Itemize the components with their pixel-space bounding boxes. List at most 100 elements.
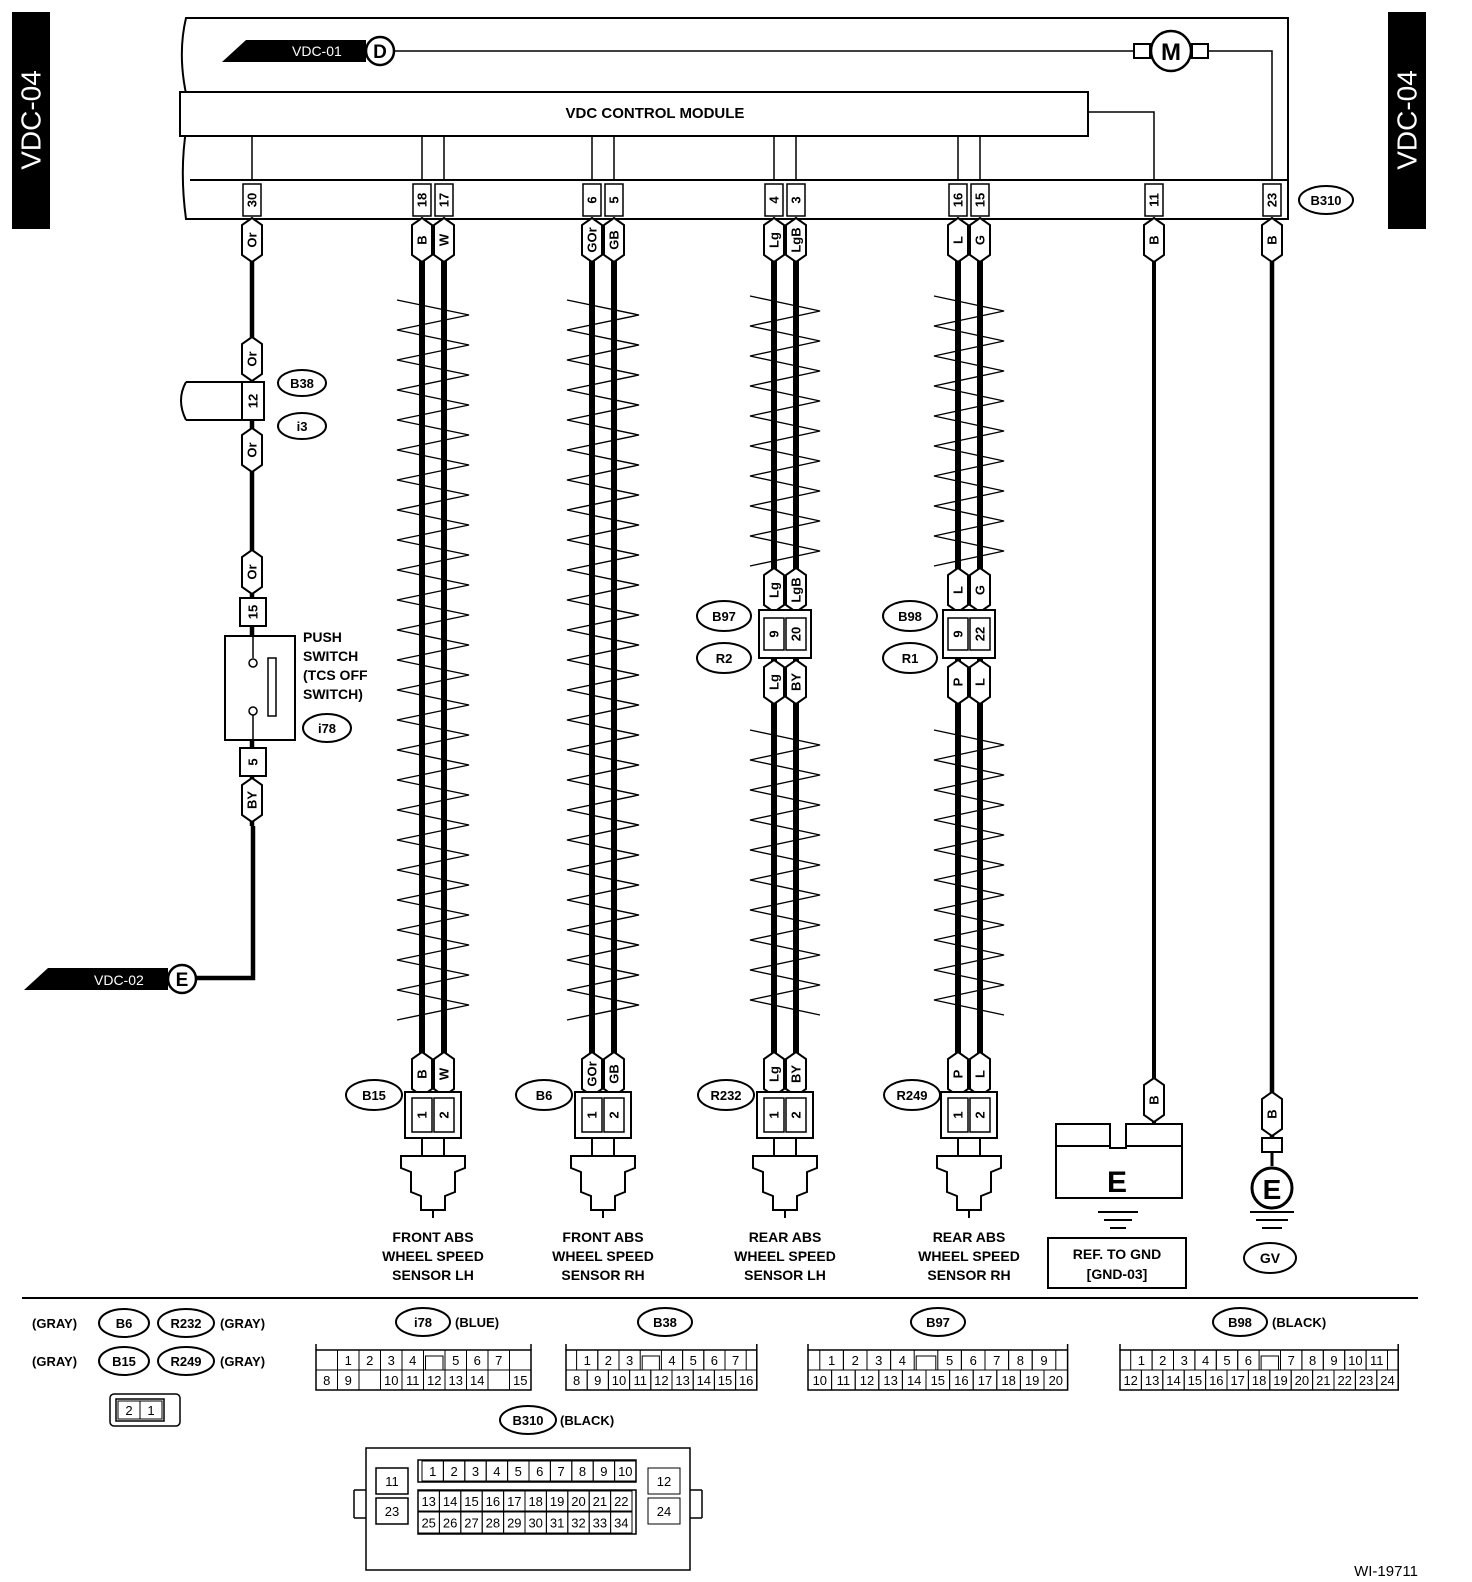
- legend-pin: 10: [618, 1464, 632, 1479]
- tag-top-30: Or: [241, 216, 263, 264]
- ground-gv-letter: E: [1263, 1174, 1282, 1205]
- shield-front-rh: [566, 299, 640, 1021]
- sensor-pin-number: 2: [607, 1111, 622, 1118]
- legend-r232-color: (GRAY): [220, 1316, 265, 1331]
- legend-pin: 2: [450, 1464, 457, 1479]
- wires: [249, 219, 1275, 1138]
- legend-pin: 15: [718, 1373, 732, 1388]
- sensor-name-line: REAR ABS: [749, 1229, 822, 1245]
- switch-label-1: PUSH: [303, 629, 342, 645]
- legend-pin: 14: [443, 1494, 457, 1509]
- legend-pin: 19: [1273, 1373, 1287, 1388]
- legend-pin: 3: [1181, 1353, 1188, 1368]
- legend-pin: 27: [464, 1516, 478, 1531]
- inline-connector-b38-i3: 12 B38 i3: [180, 369, 327, 440]
- legend-pin: 4: [899, 1353, 906, 1368]
- sensor-name-line: FRONT ABS: [392, 1229, 473, 1245]
- tag-top-6: GOr: [581, 216, 603, 264]
- wire-color-label: GOr: [585, 1061, 600, 1086]
- legend-cell: [647, 1467, 681, 1495]
- sensor-name-line: SENSOR LH: [392, 1267, 474, 1283]
- tag-top-17: W: [433, 216, 455, 264]
- module-pin-11: 11: [1144, 183, 1164, 217]
- legend-pin: 6: [536, 1464, 543, 1479]
- legend-pin: 23: [385, 1504, 399, 1519]
- legend-pin: 3: [626, 1353, 633, 1368]
- sensor-body: [400, 1155, 466, 1211]
- legend-pin: 4: [1202, 1353, 1209, 1368]
- sensor-connector-badge: [883, 1079, 941, 1111]
- legend-pin: 13: [883, 1373, 897, 1388]
- legend-connector-name: B310: [512, 1413, 543, 1428]
- legend-pin: 14: [1166, 1373, 1180, 1388]
- legend-pin: 9: [1330, 1353, 1337, 1368]
- legend-pin: 22: [1337, 1373, 1351, 1388]
- legend-connector-name: B98: [1228, 1315, 1252, 1330]
- tag-top-4: Lg: [763, 216, 785, 264]
- push-switch: 15 5 PUSH SWITCH (TCS OFF SWITCH) i78: [224, 597, 368, 777]
- legend-pin: 1: [429, 1464, 436, 1479]
- b97-pin-b: 20: [789, 627, 804, 641]
- legend-pin: 3: [875, 1353, 882, 1368]
- ground-gv: E GV: [1243, 1137, 1297, 1274]
- legend-pin: 12: [654, 1373, 668, 1388]
- legend-b15: B15: [112, 1354, 136, 1369]
- page-tab-left-label: VDC-04: [16, 70, 47, 170]
- offpage-d-letter: D: [373, 42, 387, 63]
- tag-top-5: GB: [603, 216, 625, 264]
- sensor-wire-tag: L: [969, 1050, 991, 1098]
- sensor-name-line: WHEEL SPEED: [382, 1248, 484, 1264]
- sensor-pin-cell: [763, 1097, 785, 1133]
- legend-pin: 20: [1049, 1373, 1063, 1388]
- wire-color-label: Lg: [767, 582, 782, 598]
- legend-connector-badge: [637, 1307, 693, 1337]
- wire-color-label: B: [1147, 1095, 1162, 1104]
- legend-pin: 20: [1295, 1373, 1309, 1388]
- legend-pin: 1: [828, 1353, 835, 1368]
- offpage-vdc-01-label: VDC-01: [292, 43, 342, 59]
- legend-pin: 5: [1223, 1353, 1230, 1368]
- inline-upper-label: B38: [290, 376, 314, 391]
- legend-pin: 12: [860, 1373, 874, 1388]
- legend-pin: 14: [697, 1373, 711, 1388]
- tag-top-3: LgB: [785, 216, 807, 264]
- module-pin-4: 4: [764, 183, 784, 217]
- tag-joint-top: Lg: [763, 566, 785, 614]
- rear-joint-b97: 9 20 B97 R2: [696, 600, 812, 674]
- legend-pin: 13: [1145, 1373, 1159, 1388]
- legend-connector-name: B97: [926, 1315, 950, 1330]
- offpage-e-letter: E: [176, 970, 189, 991]
- legend-pin: 18: [1001, 1373, 1015, 1388]
- wire-color-label: GOr: [585, 227, 600, 252]
- legend-sensor-connectors: (GRAY) B6 R232 (GRAY) (GRAY) B15 R249 (G…: [32, 1308, 265, 1427]
- legend-pin: 34: [614, 1516, 628, 1531]
- module-pin-number: 17: [437, 193, 452, 207]
- tag-top-15: G: [969, 216, 991, 264]
- legend-pin: 30: [528, 1516, 542, 1531]
- legend-pin: 3: [388, 1353, 395, 1368]
- legend-pin: 16: [954, 1373, 968, 1388]
- wire-color-label: P: [951, 1069, 966, 1078]
- shield-rear-lh-lower: [749, 729, 821, 1016]
- legend-sensor-pin-1: 1: [147, 1403, 154, 1418]
- legend-cell: [610, 1511, 633, 1534]
- sensor-name-line: SENSOR LH: [744, 1267, 826, 1283]
- legend-connector-badge: [499, 1405, 557, 1435]
- legend-pin: 8: [579, 1464, 586, 1479]
- sensor-wire-tag: P: [947, 1050, 969, 1098]
- sensor-pin-number: 1: [585, 1111, 600, 1118]
- legend-pin: 17: [507, 1494, 521, 1509]
- module-pin-17: 17: [434, 183, 454, 217]
- wire-color-label: G: [973, 235, 988, 245]
- sensor-wire-tag: GOr: [581, 1050, 603, 1098]
- legend-pin: 19: [550, 1494, 564, 1509]
- legend-pin: 11: [837, 1373, 851, 1388]
- legend-pin: 2: [605, 1353, 612, 1368]
- tag-ground-gv: B: [1261, 1090, 1283, 1138]
- tag-joint-bottom: P: [947, 658, 969, 706]
- legend-pin: 8: [1309, 1353, 1316, 1368]
